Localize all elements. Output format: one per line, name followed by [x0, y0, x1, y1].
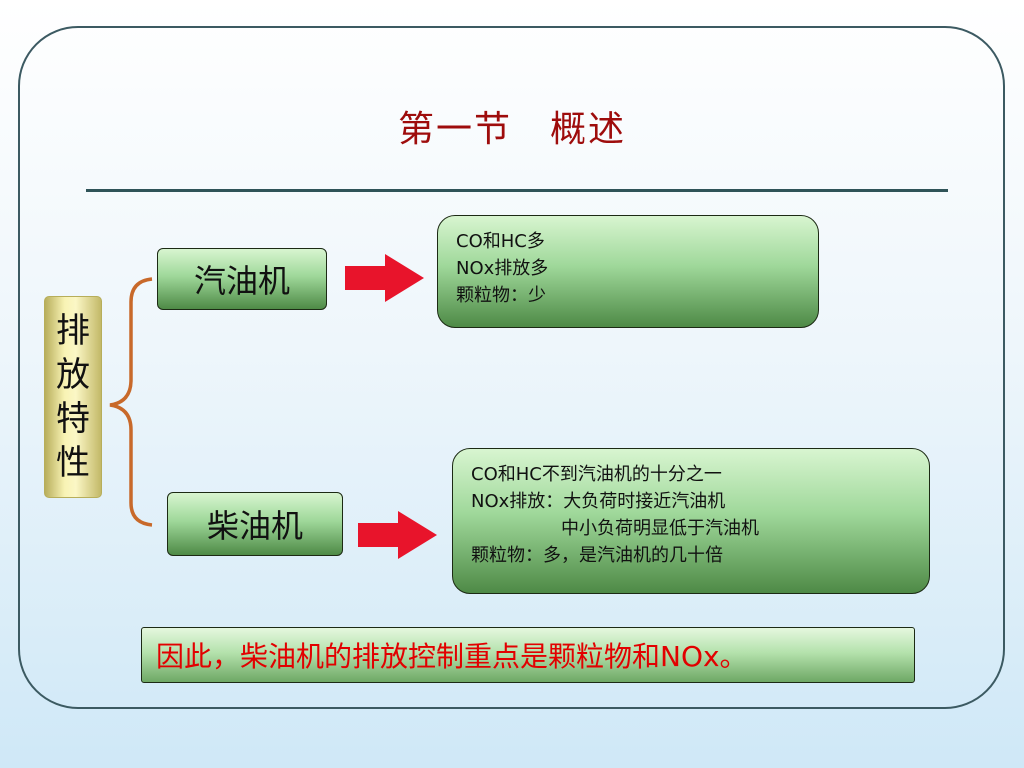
emission-line: CO和HC不到汽油机的十分之一: [471, 464, 722, 485]
slide-title: 第一节 概述: [397, 109, 626, 150]
diesel-engine-box: 柴油机: [167, 492, 343, 556]
category-char: 性: [56, 443, 90, 483]
gasoline-engine-box: 汽油机: [157, 248, 327, 310]
category-char: 放: [56, 355, 90, 395]
conclusion-box: 因此，柴油机的排放控制重点是颗粒物和NOx。: [141, 627, 915, 683]
emission-line: 颗粒物：多，是汽油机的几十倍: [471, 545, 723, 566]
gasoline-engine-label: 汽油机: [193, 262, 290, 300]
title-divider: [86, 189, 948, 192]
category-char: 排: [56, 311, 90, 351]
arrow-right-icon: [345, 254, 424, 302]
diesel-engine-label: 柴油机: [206, 507, 303, 545]
conclusion-text: 因此，柴油机的排放控制重点是颗粒物和NOx。: [156, 640, 748, 673]
category-char: 特: [56, 399, 90, 439]
emission-line: NOx排放：大负荷时接近汽油机: [471, 491, 726, 512]
emission-line: NOx排放多: [456, 258, 549, 279]
emission-line: CO和HC多: [456, 231, 545, 252]
brace-icon: [109, 277, 153, 527]
slide-frame: [18, 26, 1005, 709]
arrow-right-icon: [358, 511, 437, 559]
diesel-emissions-box: CO和HC不到汽油机的十分之一 NOx排放：大负荷时接近汽油机 中小负荷明显低于…: [452, 448, 930, 594]
gasoline-emissions-box: CO和HC多 NOx排放多 颗粒物：少: [437, 215, 819, 328]
emission-line: 中小负荷明显低于汽油机: [471, 518, 759, 539]
emission-line: 颗粒物：少: [456, 285, 546, 306]
emission-characteristics-label: 排 放 特 性: [44, 296, 102, 498]
